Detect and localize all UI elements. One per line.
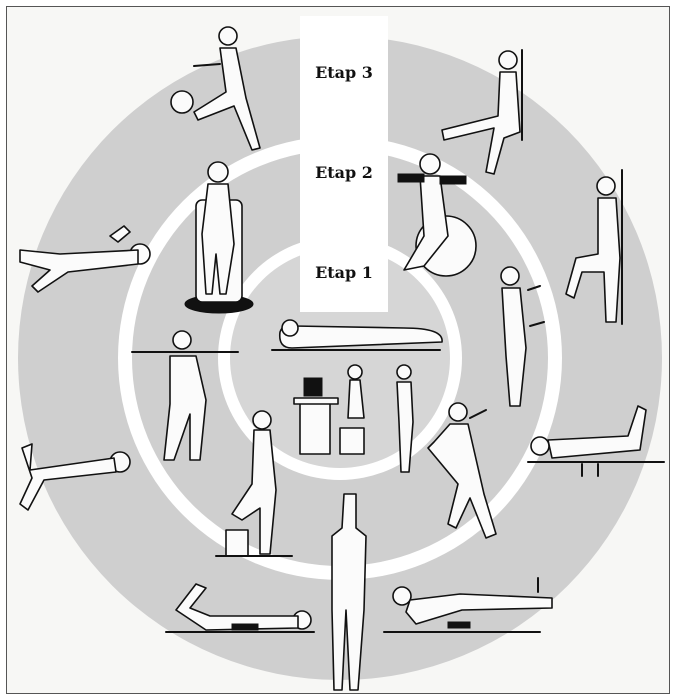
- stage-3-label: Etap 3: [315, 63, 373, 82]
- stage-1-label: Etap 1: [315, 263, 373, 282]
- stage-2-label: Etap 2: [315, 163, 373, 182]
